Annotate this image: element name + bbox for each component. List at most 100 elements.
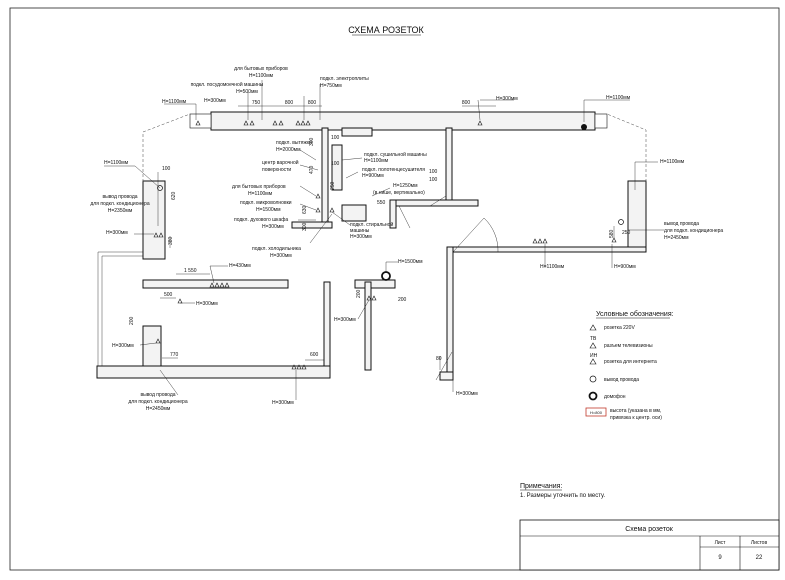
dim-1550: 1 550 bbox=[184, 268, 197, 274]
label-washer-h: H=300мм bbox=[350, 234, 372, 240]
dim-300-b: 300 bbox=[302, 222, 308, 231]
h900: H=900мм bbox=[614, 264, 636, 270]
dim-100-e: 100 bbox=[331, 161, 340, 167]
ac-right-2: для подкл. кондиционера bbox=[664, 228, 723, 234]
label-dryer: подкл. сушильной машины bbox=[364, 151, 427, 158]
ac-left-top-1: вывод провода bbox=[102, 194, 137, 200]
socket-symbols bbox=[153, 120, 624, 370]
notes: Примечания: 1. Размеры уточнить по месту… bbox=[520, 483, 605, 499]
label-fridge-h: H=300мм bbox=[270, 253, 292, 259]
drawing-title: СХЕМА РОЗЕТОК bbox=[348, 25, 424, 35]
title-block: Схема розеток Лист Листов 9 22 bbox=[519, 519, 780, 571]
dim-630: 630 bbox=[302, 205, 308, 214]
label-hob-h: H=750мм bbox=[320, 83, 342, 89]
socket-group-top-1 bbox=[243, 120, 311, 126]
notes-text: 1. Размеры уточнить по месту. bbox=[520, 493, 605, 499]
dim-550: 550 bbox=[377, 200, 386, 206]
dim-200-a: 200 bbox=[129, 316, 135, 325]
h300-mid: H=300мм bbox=[196, 301, 218, 307]
dim-200-b: 200 bbox=[398, 297, 407, 303]
dim-470: 470 bbox=[309, 165, 315, 174]
dim-100-a: 100 bbox=[162, 166, 171, 172]
intercom-icon bbox=[588, 391, 598, 401]
label-hob-center-2: поверхности bbox=[262, 167, 291, 173]
label-h1250: H=1250мм bbox=[393, 183, 418, 189]
label-dishwasher: подкл. посудомоечной машины bbox=[191, 81, 264, 88]
h1100-mid: H=1100мм bbox=[540, 264, 565, 270]
h300-door: H=300мм bbox=[456, 391, 478, 397]
h300-bottom: H=300мм bbox=[272, 400, 294, 406]
label-dryer-h: H=1100мм bbox=[364, 158, 389, 164]
dim-800-c: 800 bbox=[462, 100, 471, 106]
label-hood-h: H=2000мм bbox=[276, 147, 301, 153]
label-appliances-2-h: H=1100мм bbox=[248, 191, 273, 197]
h1100-right: H=1100мм bbox=[660, 159, 685, 165]
label-hood: подкл. вытяжки bbox=[276, 140, 312, 146]
label-fridge: подкл. холодильника bbox=[252, 246, 301, 252]
label-oven: подкл. духового шкафа bbox=[234, 217, 288, 223]
label-washer: подкл. стиральной bbox=[350, 221, 393, 228]
label-microwave-h: H=1500мм bbox=[256, 207, 281, 213]
h300-left: H=300мм bbox=[106, 230, 128, 236]
label-oven-h: H=300мм bbox=[262, 224, 284, 230]
dim-620: 620 bbox=[171, 191, 177, 200]
label-microwave: подкл. микроволновки bbox=[240, 200, 292, 206]
tv-socket-icon bbox=[589, 342, 597, 349]
stamp-name: Схема розеток bbox=[625, 526, 674, 533]
dim-200-c: 200 bbox=[356, 289, 362, 298]
ac-left-bottom-3: H=2450мм bbox=[146, 406, 171, 412]
dim-500: 500 bbox=[164, 292, 173, 298]
stamp-sheet: 9 bbox=[718, 555, 722, 561]
legend-title: Условные обозначения: bbox=[596, 310, 674, 318]
legend-height-code: H=800 bbox=[590, 410, 603, 415]
label-appliances-2: для бытовых приборов bbox=[232, 184, 286, 190]
notes-title: Примечания: bbox=[520, 483, 562, 490]
sheet-frame bbox=[9, 7, 780, 571]
legend: Условные обозначения: розетка 220V TB ра… bbox=[585, 310, 674, 421]
dim-100-c: 100 bbox=[429, 177, 438, 183]
height-tag-icon bbox=[585, 407, 607, 417]
legend-tv-code: TB bbox=[590, 336, 597, 342]
appliance-labels: для бытовых приборов H=1100мм подкл. пос… bbox=[90, 66, 723, 412]
label-washer-2: машины bbox=[350, 228, 370, 234]
dim-770: 770 bbox=[170, 352, 179, 358]
h300-topleft: H=300мм bbox=[204, 98, 226, 104]
label-dishwasher-h: H=500мм bbox=[236, 89, 258, 95]
legend-height-1: высота (указана в мм, bbox=[610, 408, 661, 414]
dim-80: 80 bbox=[436, 356, 442, 362]
h1100-left: H=1100мм bbox=[104, 160, 129, 166]
ac-right-1: вывод провода bbox=[664, 221, 699, 227]
dim-800-a: 800 bbox=[285, 100, 294, 106]
dimension-lines bbox=[157, 105, 615, 370]
dim-800-b: 800 bbox=[308, 100, 317, 106]
dim-600: 600 bbox=[310, 352, 319, 358]
stamp-sheet-label: Лист bbox=[715, 540, 727, 546]
label-hob: подкл. электроплиты bbox=[320, 76, 369, 82]
legend-tv: разъем телевизионы bbox=[604, 343, 653, 349]
legend-net-code: ИН bbox=[590, 353, 598, 359]
label-towel-h: H=900мм bbox=[362, 173, 384, 179]
legend-wire: вывод провода bbox=[604, 377, 639, 383]
h300-lower-mid: H=300мм bbox=[334, 317, 356, 323]
legend-net: розетка для интернета bbox=[604, 359, 657, 365]
label-appliances-1: для бытовых приборов bbox=[234, 66, 288, 72]
ac-left-top-2: для подкл. кондиционера bbox=[90, 201, 149, 207]
leader-lines bbox=[104, 80, 664, 400]
stamp-sheets: 22 bbox=[756, 555, 763, 561]
wire-outlet-icon bbox=[589, 375, 597, 383]
ac-left-bottom-2: для подкл. кондиционера bbox=[128, 399, 187, 405]
dim-380: 380 bbox=[168, 236, 174, 245]
dim-750: 750 bbox=[252, 100, 261, 106]
dim-300: 300 bbox=[309, 137, 315, 146]
label-towel: подкл. полотенцесушителя bbox=[362, 167, 425, 173]
label-h1250-note: (в нише, вертикально) bbox=[373, 190, 425, 196]
dim-250-b: 250 bbox=[330, 181, 336, 190]
h430: H=430мм bbox=[229, 263, 251, 269]
legend-socket: розетка 220V bbox=[604, 325, 635, 331]
dim-580: 580 bbox=[609, 229, 615, 238]
ac-left-bottom-1: вывод провода bbox=[140, 392, 175, 398]
internet-socket-icon bbox=[589, 358, 597, 365]
dim-100-d: 100 bbox=[331, 135, 340, 141]
